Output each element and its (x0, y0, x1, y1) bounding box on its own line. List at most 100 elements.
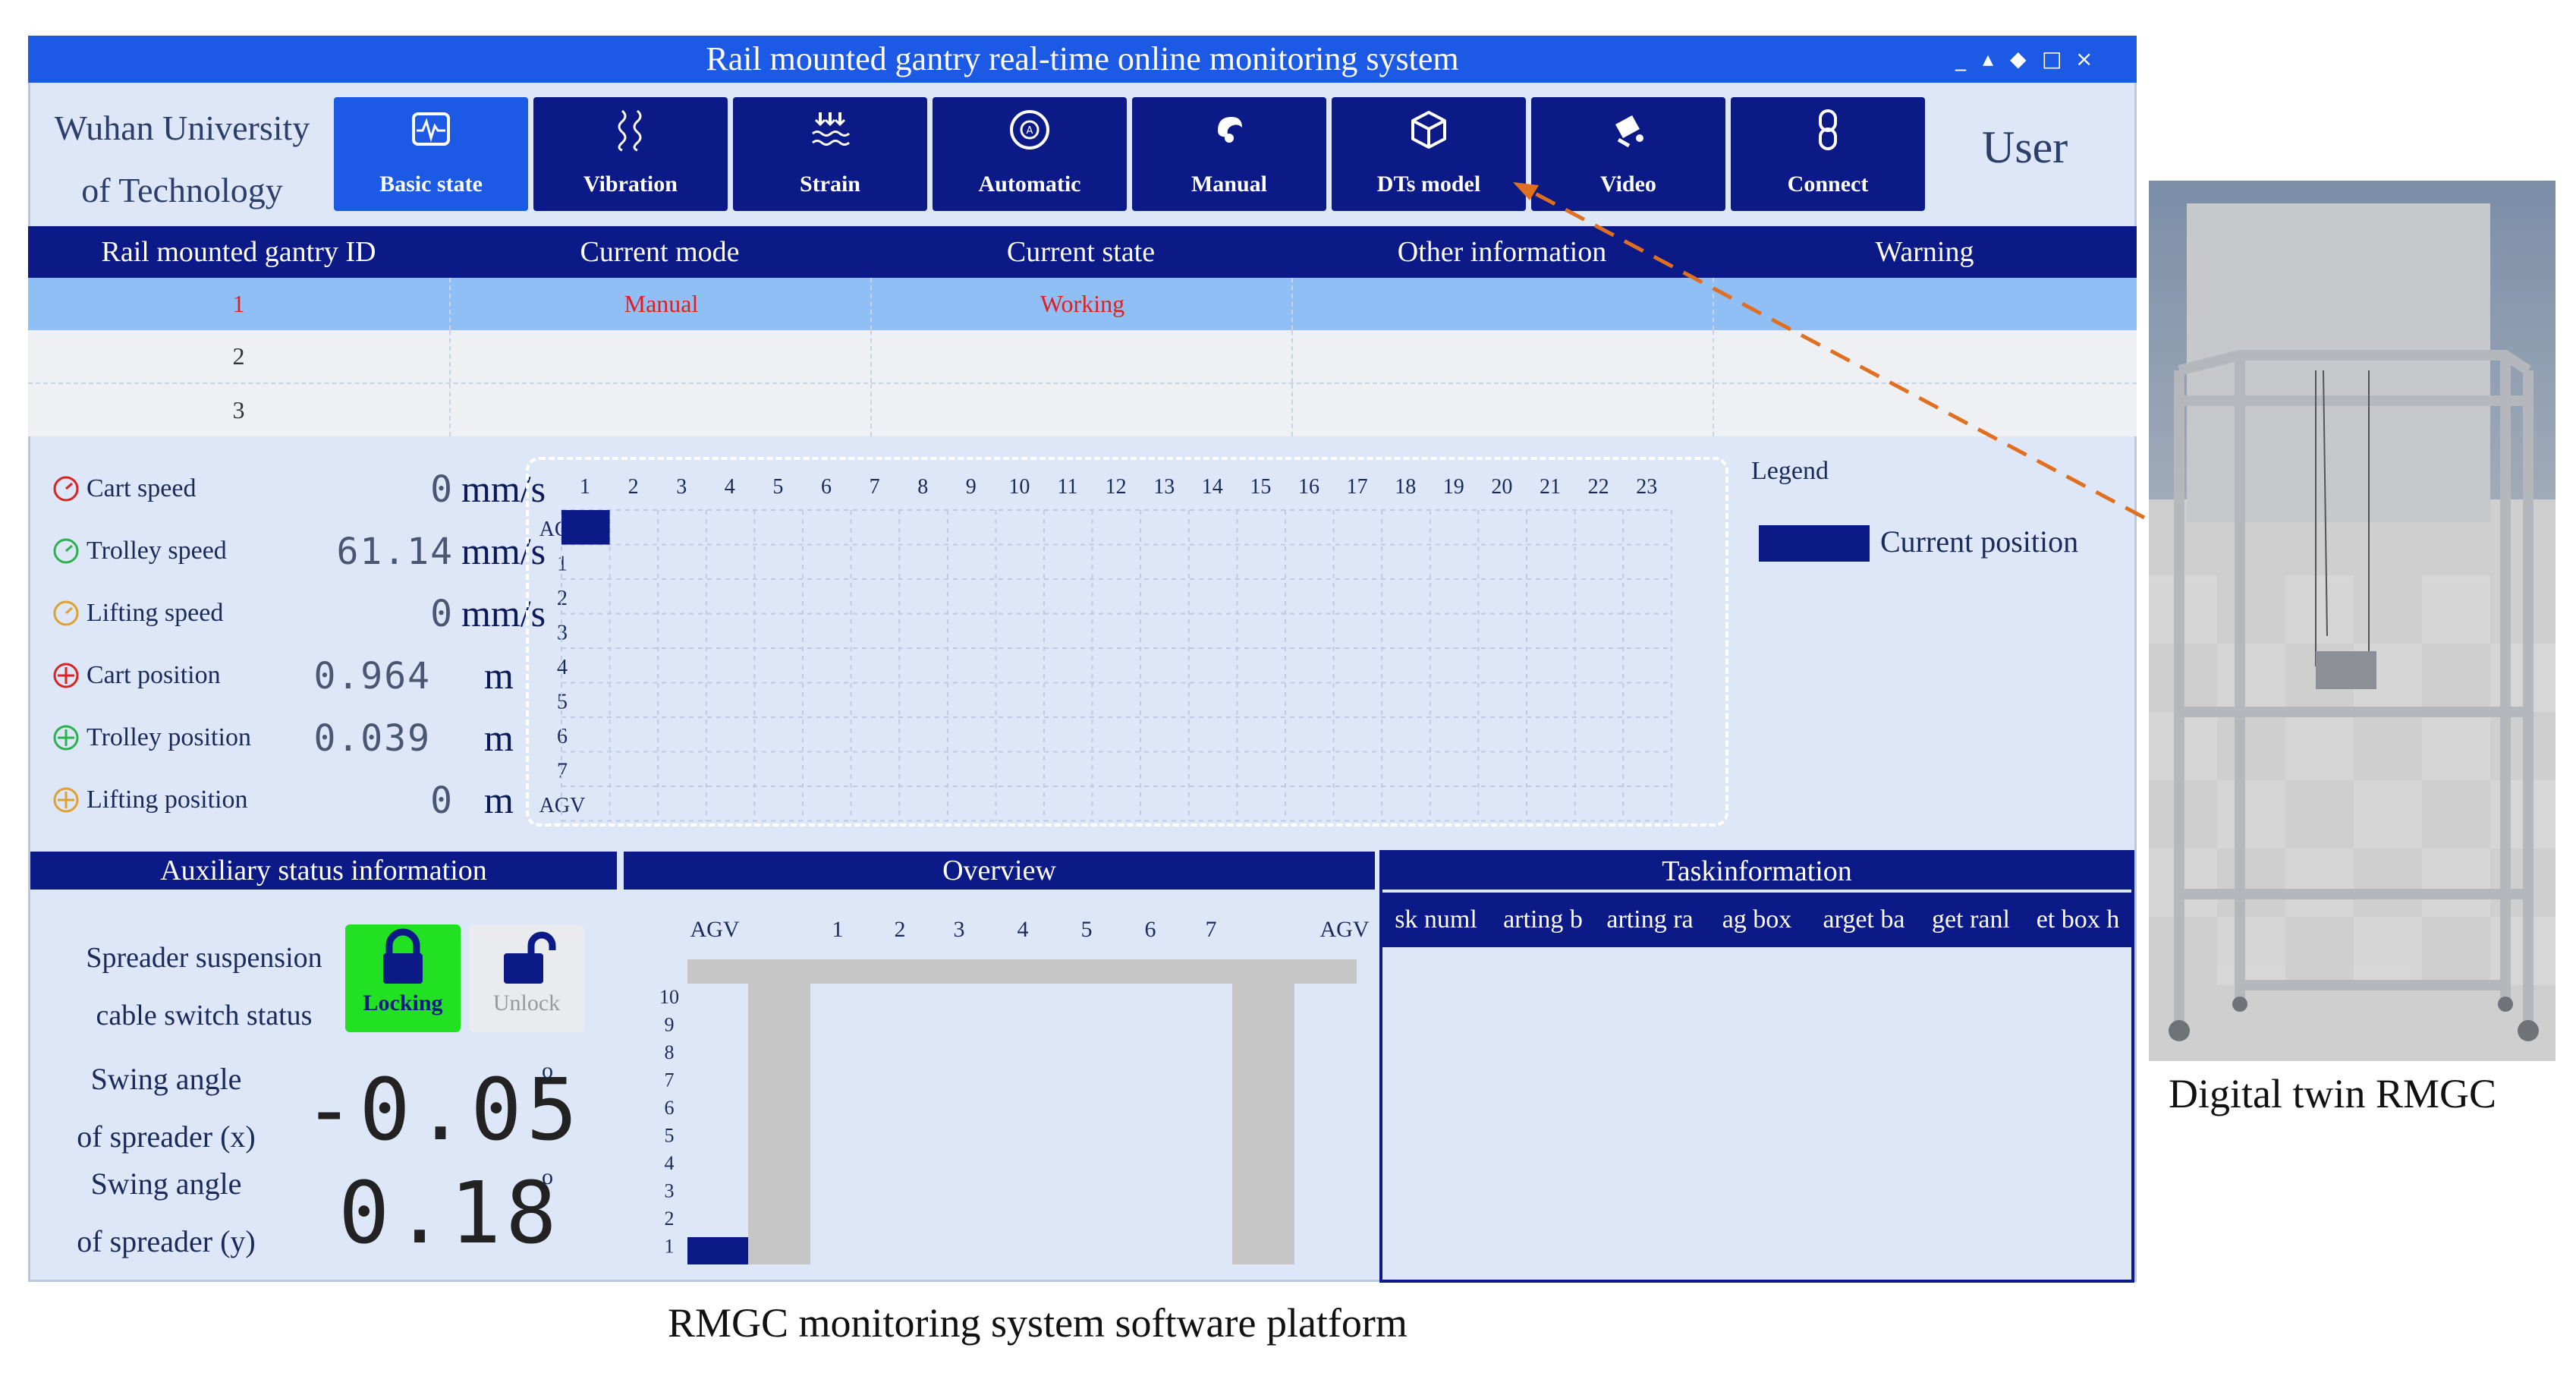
legend-title: Legend (1751, 457, 1829, 485)
aux-header: Auxiliary status information (30, 852, 617, 890)
cell-id: 3 (232, 396, 245, 424)
grid-col-label: 5 (772, 475, 783, 499)
col-other-info: Other information (1397, 236, 1607, 268)
overview-row-label: 6 (665, 1097, 675, 1119)
col-gantry-id: Rail mounted gantry ID (101, 236, 376, 268)
swing-x-value: -0.05 (304, 1061, 583, 1160)
manual-icon (1218, 117, 1242, 143)
task-col[interactable]: ag box (1722, 905, 1792, 934)
current-position-marker (561, 510, 610, 545)
swing-x-line2: of spreader (x) (77, 1119, 256, 1154)
crosshair-icon (53, 725, 79, 751)
table-row[interactable]: 2 (28, 330, 2137, 384)
grid-col-label: 2 (628, 475, 639, 499)
collapse-icon[interactable]: ▴ (1983, 46, 1994, 71)
trolley-position-unit: m (484, 716, 514, 759)
vibration-icon (618, 109, 642, 152)
gantry-beam (687, 959, 1357, 984)
cart-position-unit: m (484, 654, 514, 697)
trolley-speed-value: 61.14 (336, 531, 454, 573)
nav-label: Connect (1787, 172, 1869, 197)
overview-row-label: 9 (665, 1014, 675, 1036)
cell-warning (1713, 330, 2138, 383)
grid-col-label: 16 (1298, 475, 1319, 499)
task-col[interactable]: arting ra (1606, 905, 1694, 934)
trolley-speed-label: Trolley speed (86, 537, 227, 565)
unlock-button[interactable]: Unlock (469, 924, 584, 1032)
nav-video[interactable]: Video (1531, 97, 1725, 211)
grid-col-label: 9 (966, 475, 977, 499)
grid-row-label: 6 (557, 725, 568, 748)
pin-icon[interactable]: ◆ (2010, 46, 2027, 71)
speedometer-icon (53, 600, 79, 626)
task-col[interactable]: arget ba (1823, 905, 1905, 934)
cart-position-value: 0.964 (313, 655, 431, 698)
nav-automatic[interactable]: A Automatic (933, 97, 1127, 211)
grid-col-label: 11 (1058, 475, 1078, 499)
task-col[interactable]: sk numl (1395, 905, 1477, 934)
cell-id: 1 (232, 290, 245, 317)
table-row[interactable]: 1 Manual Working (28, 278, 2137, 330)
trolley-position-label: Trolley position (86, 723, 251, 751)
nav-label: Strain (799, 172, 860, 197)
cell-state (870, 330, 1293, 383)
swing-y-label: Swing angle of spreader (y) (64, 1155, 269, 1271)
switch-label-line1: Spreader suspension (86, 942, 322, 974)
grid-col-label: 7 (870, 475, 880, 499)
spreader-marker (687, 1237, 748, 1264)
overview-col-label: 6 (1145, 917, 1156, 942)
nav-label: Manual (1190, 172, 1268, 197)
locking-button[interactable]: Locking (345, 924, 461, 1032)
org-line-1: Wuhan University (54, 109, 310, 147)
waveform-icon (412, 112, 450, 146)
nav-label: Vibration (583, 172, 678, 197)
switch-status-label: Spreader suspension cable switch status (64, 929, 344, 1044)
minimize-icon[interactable]: _ (1955, 46, 1966, 71)
annotation-arrow (1513, 182, 2146, 520)
platform-caption: RMGC monitoring system software platform (668, 1300, 1408, 1346)
speedometer-icon (53, 538, 79, 564)
title-bar: Rail mounted gantry real-time online mon… (28, 36, 2137, 83)
task-col[interactable]: get ranl (1932, 905, 2010, 934)
close-icon[interactable]: × (2075, 46, 2093, 71)
maximize-icon[interactable]: □ (2042, 46, 2062, 71)
overview-row-label: 2 (665, 1208, 675, 1230)
overview-row-label: 7 (665, 1069, 675, 1091)
grid-col-label: 17 (1347, 475, 1368, 499)
grid-row-label: 1 (557, 553, 568, 576)
grid-col-label: 12 (1106, 475, 1127, 499)
task-col[interactable]: et box h (2036, 905, 2120, 934)
cart-speed-unit: mm/s (461, 468, 546, 510)
overview-row-label: 10 (659, 986, 679, 1008)
col-current-state: Current state (1006, 236, 1156, 268)
cell-other (1291, 330, 1714, 383)
cell-state (870, 384, 1293, 436)
overview-col-label: 7 (1206, 917, 1217, 942)
grid-col-label: 20 (1491, 475, 1512, 499)
grid-col-label: 1 (580, 475, 590, 499)
nav-manual[interactable]: Manual (1132, 97, 1326, 211)
nav-dts-model[interactable]: DTs model (1332, 97, 1526, 211)
unlock-label: Unlock (492, 990, 561, 1016)
user-label[interactable]: User (1982, 122, 2068, 172)
strain-icon (812, 112, 850, 146)
trolley-speed-unit: mm/s (461, 530, 546, 572)
legend-swatch (1759, 525, 1870, 562)
nav-connect[interactable]: Connect (1731, 97, 1925, 211)
nav-label: Automatic (978, 172, 1081, 197)
gantry-table-header: Rail mounted gantry ID Current mode Curr… (28, 226, 2137, 278)
nav-strain[interactable]: Strain (733, 97, 927, 211)
overview-col-label: 2 (895, 917, 906, 942)
grid-col-label: 18 (1395, 475, 1416, 499)
table-row[interactable]: 3 (28, 384, 2137, 436)
task-col[interactable]: arting b (1503, 905, 1583, 934)
lifting-speed-value: 0 (430, 593, 454, 635)
swing-x-degree: o (542, 1058, 553, 1083)
swing-y-line2: of spreader (y) (77, 1224, 256, 1258)
nav-vibration[interactable]: Vibration (533, 97, 728, 211)
overview-col-label: 4 (1018, 917, 1029, 942)
swing-y-degree: o (542, 1164, 553, 1189)
col-warning: Warning (1875, 236, 1974, 268)
nav-basic-state[interactable]: Basic state (334, 97, 528, 211)
